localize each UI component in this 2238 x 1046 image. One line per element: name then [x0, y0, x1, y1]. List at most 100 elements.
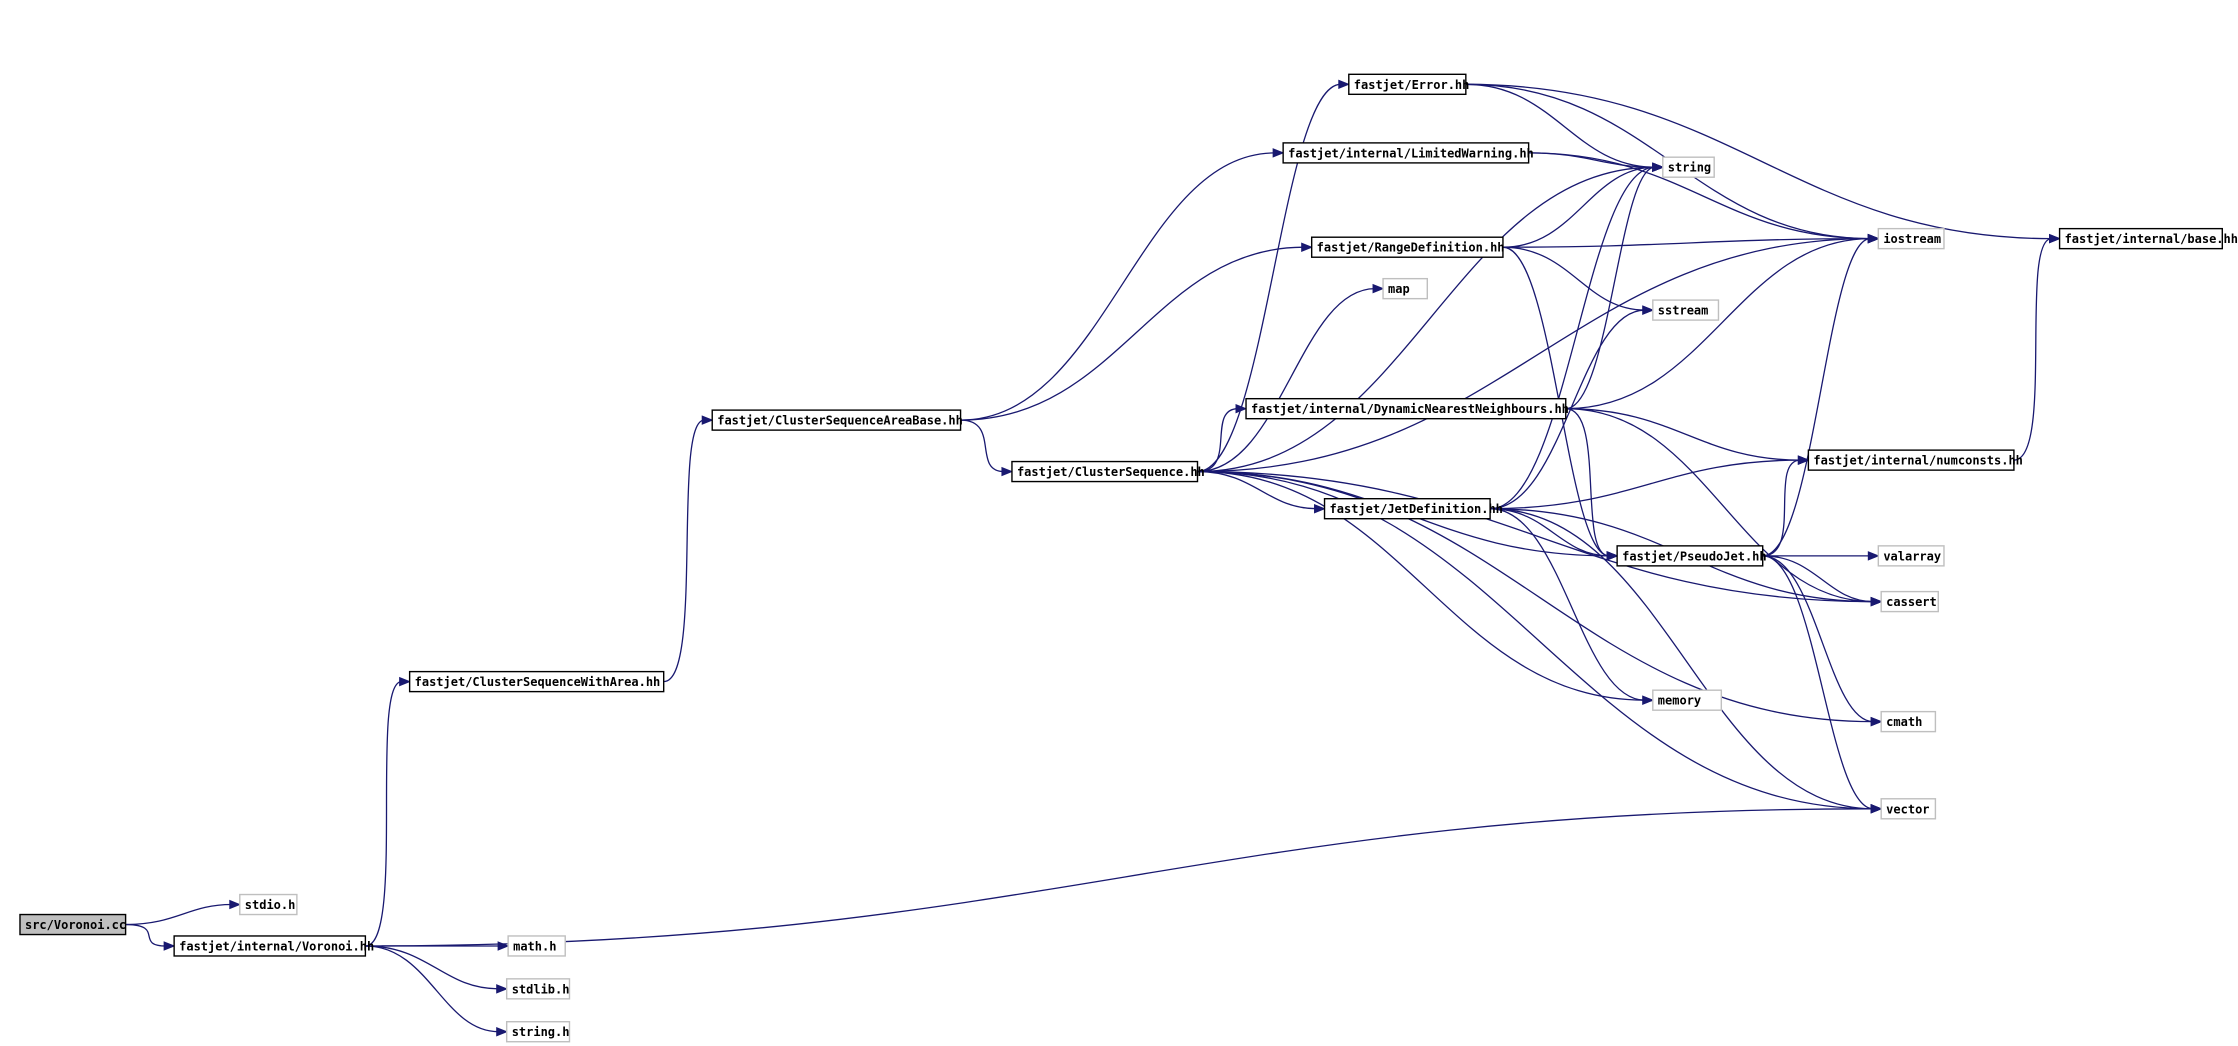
- graph-edges: [125, 79, 2061, 1037]
- node-limwarn-hh[interactable]: fastjet/internal/LimitedWarning.hh: [1282, 142, 1534, 164]
- node-box: [507, 935, 566, 957]
- edge-voronoi_cc-to-stdio_h: [125, 903, 232, 926]
- arrowhead-pseudojet_hh-to-vector: [1870, 804, 1883, 814]
- node-cs-hh[interactable]: fastjet/ClusterSequence.hh: [1011, 460, 1205, 483]
- edge-pseudojet_hh-to-cmath: [1762, 555, 1874, 723]
- node-box: [239, 893, 298, 916]
- edge-cs_hh-to-map: [1197, 288, 1376, 473]
- arrowhead-csab_hh-to-cs_hh: [1001, 466, 1014, 477]
- node-label: valarray: [1883, 549, 1941, 563]
- node-label: fastjet/Error.hh: [1354, 78, 1470, 92]
- arrowhead-cs_hh-to-error_hh: [1338, 79, 1351, 90]
- node-rangedef-hh[interactable]: fastjet/RangeDefinition.hh: [1310, 236, 1505, 258]
- node-label: fastjet/internal/numconsts.hh: [1813, 454, 2023, 468]
- edge-numconsts_hh-to-base_hh: [2013, 237, 2052, 461]
- arrowhead-jetdef_hh-to-pseudojet_hh: [1606, 551, 1619, 561]
- node-label: fastjet/ClusterSequence.hh: [1017, 465, 1205, 479]
- arrowhead-pseudojet_hh-to-iostream: [1867, 233, 1880, 244]
- edge-jetdef_hh-to-string: [1490, 166, 1655, 510]
- node-box: [2058, 227, 2223, 250]
- edge-cs_hh-to-memory: [1197, 470, 1645, 701]
- arrowhead-jetdef_hh-to-sstream: [1642, 305, 1655, 315]
- edge-cswa_hh-to-csab_hh: [663, 419, 705, 683]
- node-stdlib-h[interactable]: stdlib.h: [505, 978, 571, 1000]
- node-label: cmath: [1886, 715, 1922, 729]
- node-cassert[interactable]: cassert: [1880, 590, 1939, 613]
- edge-csab_hh-to-limwarn_hh: [960, 152, 1276, 421]
- edge-cs_hh-to-jetdef_hh: [1197, 470, 1317, 510]
- edge-cs_hh-to-cassert: [1197, 470, 1874, 603]
- edge-pseudojet_hh-to-cassert: [1762, 555, 1874, 603]
- edge-cs_hh-to-cmath: [1197, 470, 1874, 723]
- edge-pseudojet_hh-to-iostream: [1762, 237, 1871, 557]
- node-cmath[interactable]: cmath: [1880, 710, 1937, 733]
- edge-jetdef_hh-to-vector: [1490, 508, 1874, 810]
- node-voronoi-hh[interactable]: fastjet/internal/Voronoi.hh: [173, 935, 374, 957]
- node-box: [1616, 545, 1764, 567]
- edge-voronoi_hh-to-vector: [365, 808, 1874, 947]
- node-cswa-hh[interactable]: fastjet/ClusterSequenceWithArea.hh: [408, 670, 665, 693]
- node-label: stdio.h: [245, 898, 296, 912]
- node-label: fastjet/internal/DynamicNearestNeighbour…: [1251, 402, 1569, 416]
- node-box: [1245, 397, 1567, 420]
- edge-jetdef_hh-to-numconsts_hh: [1490, 459, 1801, 510]
- node-label: fastjet/JetDefinition.hh: [1330, 502, 1503, 516]
- node-label: vector: [1886, 802, 1929, 816]
- edge-csab_hh-to-rangedef_hh: [960, 246, 1304, 421]
- node-valarray[interactable]: valarray: [1877, 545, 1945, 567]
- node-box: [408, 670, 665, 693]
- node-label: fastjet/PseudoJet.hh: [1622, 549, 1767, 563]
- arrowhead-voronoi_cc-to-stdio_h: [229, 899, 242, 910]
- node-csab-hh[interactable]: fastjet/ClusterSequenceAreaBase.hh: [711, 409, 963, 431]
- edge-voronoi_cc-to-voronoi_hh: [125, 923, 167, 947]
- node-math-h[interactable]: math.h: [507, 935, 566, 957]
- arrowhead-voronoi_hh-to-math_h: [497, 941, 510, 951]
- edge-jetdef_hh-to-memory: [1490, 508, 1645, 701]
- arrowhead-voronoi_hh-to-stdlib_h: [496, 984, 509, 994]
- node-pseudojet-hh[interactable]: fastjet/PseudoJet.hh: [1616, 545, 1767, 567]
- node-box: [1348, 73, 1467, 96]
- edge-dnn_hh-to-cassert: [1565, 408, 1874, 603]
- node-label: math.h: [513, 939, 556, 953]
- edge-voronoi_hh-to-stdlib_h: [365, 945, 499, 990]
- node-sstream[interactable]: sstream: [1652, 299, 1720, 321]
- node-label: fastjet/internal/LimitedWarning.hh: [1288, 146, 1534, 160]
- node-stdio-h[interactable]: stdio.h: [239, 893, 298, 916]
- node-iostream[interactable]: iostream: [1877, 227, 1945, 250]
- node-label: fastjet/ClusterSequenceAreaBase.hh: [717, 414, 963, 428]
- arrowhead-cs_hh-to-map: [1372, 283, 1385, 294]
- edge-jetdef_hh-to-sstream: [1490, 309, 1645, 510]
- edge-cs_hh-to-error_hh: [1197, 83, 1341, 473]
- node-string-h[interactable]: string.h: [505, 1021, 571, 1043]
- arrowhead-jetdef_hh-to-memory: [1642, 695, 1655, 705]
- node-label: fastjet/RangeDefinition.hh: [1317, 241, 1505, 255]
- node-vector[interactable]: vector: [1880, 798, 1937, 820]
- arrowhead-pseudojet_hh-to-numconsts_hh: [1797, 455, 1810, 465]
- node-error-hh[interactable]: fastjet/Error.hh: [1348, 73, 1470, 96]
- node-string[interactable]: string: [1662, 156, 1715, 178]
- node-box: [1877, 545, 1945, 567]
- node-map[interactable]: map: [1382, 277, 1428, 300]
- node-box: [1323, 498, 1491, 520]
- node-dnn-hh[interactable]: fastjet/internal/DynamicNearestNeighbour…: [1245, 397, 1569, 420]
- edge-dnn_hh-to-iostream: [1565, 237, 1871, 410]
- edge-rangedef_hh-to-sstream: [1502, 246, 1645, 311]
- node-label: string: [1668, 161, 1711, 175]
- node-box: [1652, 689, 1723, 711]
- arrowhead-pseudojet_hh-to-cassert: [1870, 596, 1883, 607]
- node-voronoi-cc[interactable]: src/Voronoi.cc: [19, 913, 127, 936]
- node-base-hh[interactable]: fastjet/internal/base.hh: [2058, 227, 2238, 250]
- node-box: [1011, 460, 1199, 483]
- node-label: map: [1388, 282, 1410, 296]
- edge-cs_hh-to-string: [1197, 166, 1655, 473]
- node-box: [173, 935, 367, 957]
- node-label: src/Voronoi.cc: [25, 918, 126, 932]
- node-box: [505, 1021, 571, 1043]
- node-numconsts-hh[interactable]: fastjet/internal/numconsts.hh: [1807, 449, 2023, 471]
- node-jetdef-hh[interactable]: fastjet/JetDefinition.hh: [1323, 498, 1503, 520]
- edge-rangedef_hh-to-iostream: [1502, 237, 1871, 248]
- edge-error_hh-to-string: [1465, 83, 1655, 168]
- edge-voronoi_hh-to-cswa_hh: [365, 680, 402, 947]
- node-memory[interactable]: memory: [1652, 689, 1723, 711]
